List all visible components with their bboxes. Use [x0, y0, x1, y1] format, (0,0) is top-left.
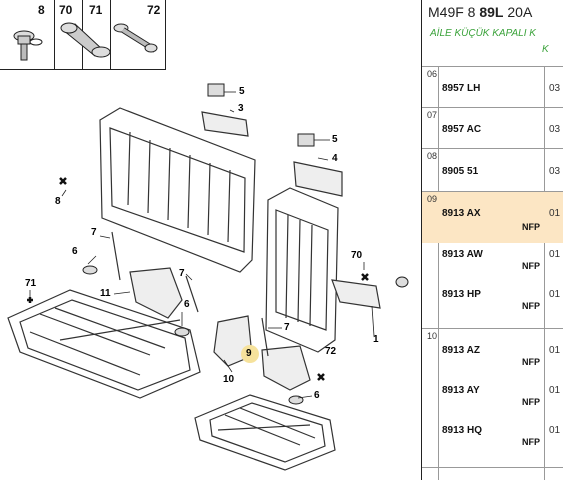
seat-hinge-1 — [331, 279, 381, 309]
fastener-number: 8 — [38, 3, 45, 17]
cross-marker-72 — [317, 373, 325, 381]
part-number[interactable]: 8913 AZ — [442, 345, 480, 356]
quantity: 01 — [549, 249, 561, 260]
reference-code: M49F 8 89L 20A — [428, 4, 533, 20]
label-part-7c[interactable]: 7 — [284, 322, 290, 333]
label-part-5a[interactable]: 5 — [239, 86, 245, 97]
part-number[interactable]: 8913 AW — [442, 249, 483, 260]
quantity: 03 — [549, 83, 561, 94]
fastener-cell-71[interactable]: 71 — [60, 0, 111, 69]
label-part-5b[interactable]: 5 — [332, 134, 338, 145]
label-part-6a[interactable]: 6 — [72, 246, 78, 257]
washer-6-a — [82, 265, 98, 275]
self-tapping-screw-icon — [113, 23, 158, 53]
nfp-flag: NFP — [522, 437, 540, 447]
parts-list-panel: M49F 8 89L 20A AİLE KÜÇÜK KAPALI K K 06 … — [422, 0, 563, 480]
panel-subtitle: AİLE KÜÇÜK KAPALI K — [430, 28, 536, 39]
table-row-09-cont[interactable]: 8913 AW 01 NFP 8913 HP 01 NFP — [422, 243, 563, 328]
exploded-parts-diagram: 8 70 71 72 — [0, 0, 409, 471]
left-seat-back-frame — [99, 107, 256, 273]
table-row-07[interactable]: 07 8957 AC 03 — [422, 107, 563, 148]
highlight-callout-9 — [241, 345, 259, 363]
quantity: 01 — [549, 345, 561, 356]
fastener-number: 72 — [147, 3, 161, 17]
quantity: 01 — [549, 208, 561, 219]
seat-latch-4 — [293, 161, 343, 197]
part-number[interactable]: 8957 AC — [442, 124, 482, 135]
cross-marker-70 — [361, 273, 369, 281]
right-seat-cushion-frame — [194, 394, 336, 471]
cross-marker-8 — [59, 177, 67, 185]
quantity: 03 — [549, 124, 561, 135]
seat-latch-3 — [201, 111, 249, 137]
label-part-3[interactable]: 3 — [238, 103, 244, 114]
bolt-washer-icon — [13, 30, 43, 61]
table-row-06[interactable]: 06 8957 LH 03 — [422, 66, 563, 107]
seat-bracket-11 — [129, 267, 183, 319]
nfp-flag: NFP — [522, 222, 540, 232]
label-part-11[interactable]: 11 — [100, 288, 111, 299]
nfp-flag: NFP — [522, 301, 540, 311]
knob-5-b — [297, 133, 315, 147]
part-number[interactable]: 8913 AY — [442, 385, 480, 396]
label-part-7a[interactable]: 7 — [91, 227, 97, 238]
part-number[interactable]: 8913 HP — [442, 289, 481, 300]
fastener-number: 71 — [89, 3, 103, 17]
label-part-70[interactable]: 70 — [351, 250, 363, 261]
quantity: 03 — [549, 166, 561, 177]
label-part-6b[interactable]: 6 — [184, 299, 190, 310]
quantity: 01 — [549, 289, 561, 300]
screw-icon — [60, 22, 111, 58]
table-row-08[interactable]: 08 8905 51 03 — [422, 148, 563, 191]
washer-6-b — [174, 327, 190, 337]
nfp-flag: NFP — [522, 397, 540, 407]
label-part-9[interactable]: 9 — [246, 348, 252, 359]
quantity: 01 — [549, 385, 561, 396]
part-number[interactable]: 8957 LH — [442, 83, 481, 94]
table-row-09-highlighted[interactable]: 09 8913 AX 01 NFP — [422, 191, 563, 243]
nfp-flag: NFP — [522, 357, 540, 367]
panel-divider — [421, 0, 422, 480]
knob-5-a — [207, 83, 225, 97]
seat-exploded-view — [7, 83, 409, 471]
label-part-1[interactable]: 1 — [373, 334, 379, 345]
seat-bracket-9 — [261, 345, 311, 391]
part-number[interactable]: 8913 HQ — [442, 425, 483, 436]
part-number[interactable]: 8905 51 — [442, 166, 479, 177]
fastener-legend: 8 70 71 72 — [0, 0, 166, 70]
label-part-7b[interactable]: 7 — [179, 268, 185, 279]
part-number[interactable]: 8913 AX — [442, 208, 481, 219]
label-part-71[interactable]: 71 — [25, 278, 37, 289]
right-seat-back-frame — [265, 187, 339, 353]
screw-70-part — [395, 276, 409, 288]
label-part-6c[interactable]: 6 — [314, 390, 320, 401]
panel-subtitle-2: K — [542, 44, 549, 55]
label-part-4[interactable]: 4 — [332, 153, 338, 164]
fastener-number: 70 — [59, 3, 73, 17]
table-row-10[interactable]: 10 8913 AZ 01 NFP 8913 AY 01 NFP 8913 HQ… — [422, 328, 563, 480]
quantity: 01 — [549, 425, 561, 436]
nfp-flag: NFP — [522, 261, 540, 271]
label-part-72[interactable]: 72 — [325, 346, 337, 357]
left-seat-cushion-frame — [7, 289, 201, 399]
label-part-8[interactable]: 8 — [55, 196, 61, 207]
label-part-10[interactable]: 10 — [223, 374, 235, 385]
fastener-cell-72[interactable]: 72 — [111, 0, 166, 69]
fastener-cell-8[interactable]: 8 — [0, 0, 55, 69]
